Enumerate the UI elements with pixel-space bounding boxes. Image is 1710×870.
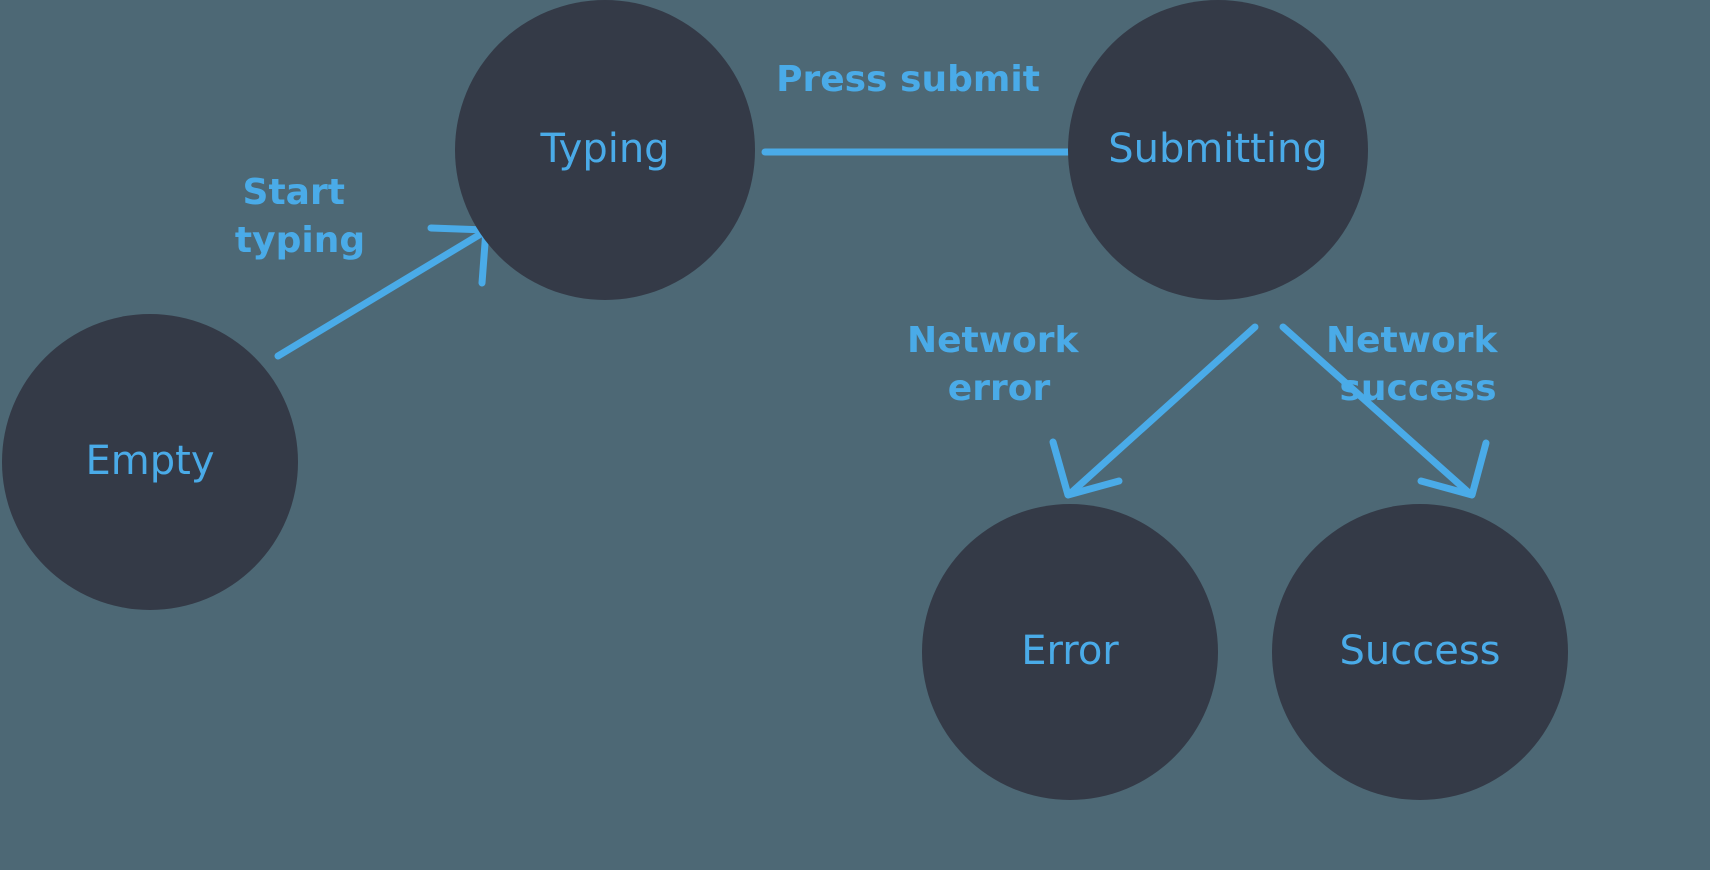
edge-submitting-to-error: Network error <box>907 320 1259 499</box>
state-node-success[interactable]: Success <box>1272 504 1568 800</box>
edge-label-network-error: Network error <box>907 320 1091 409</box>
state-node-success-circle[interactable] <box>1272 504 1568 800</box>
edge-label-line: typing <box>235 220 365 261</box>
state-node-empty[interactable]: Empty <box>2 314 298 610</box>
state-node-error[interactable]: Error <box>922 504 1218 800</box>
state-node-success-label: Success <box>1339 628 1500 674</box>
edge-label-press-submit: Press submit <box>776 59 1040 100</box>
state-node-empty-label: Empty <box>86 438 215 484</box>
arrowhead-submitting-to-success <box>1417 439 1490 499</box>
edge-label-line: success <box>1339 368 1496 409</box>
state-node-error-circle[interactable] <box>922 504 1218 800</box>
edge-label-line: Network <box>907 320 1079 361</box>
edge-label-line: Press submit <box>776 59 1040 100</box>
edge-label-line: error <box>948 368 1051 409</box>
edge-label-network-success: Network success <box>1326 320 1510 409</box>
edge-label-start-typing: Start typing <box>235 172 365 261</box>
edge-line-submitting-to-success <box>1279 323 1472 496</box>
arrowhead-submitting-to-error <box>1049 438 1123 499</box>
edge-line-submitting-to-error <box>1068 323 1259 496</box>
state-node-empty-circle[interactable] <box>2 314 298 610</box>
edge-label-line: Network <box>1326 320 1498 361</box>
edge-submitting-to-success: Network success <box>1279 320 1510 499</box>
edge-label-line: Start <box>243 172 345 213</box>
state-node-typing-label: Typing <box>539 126 669 172</box>
state-node-submitting[interactable]: Submitting <box>1068 0 1368 300</box>
edge-line-empty-to-typing <box>274 228 488 360</box>
state-node-submitting-circle[interactable] <box>1068 0 1368 300</box>
state-node-typing-circle[interactable] <box>455 0 755 300</box>
state-node-typing[interactable]: Typing <box>455 0 755 300</box>
state-node-submitting-label: Submitting <box>1108 126 1327 172</box>
state-node-error-label: Error <box>1021 628 1119 674</box>
